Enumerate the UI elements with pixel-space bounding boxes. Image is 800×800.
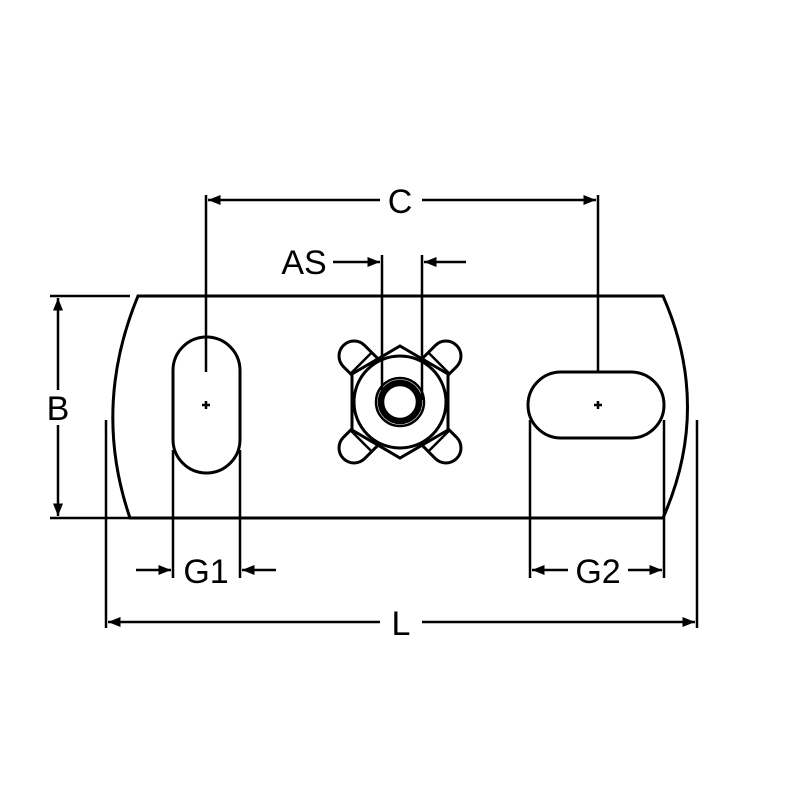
dim-label-l: L [392, 605, 411, 643]
tee-nut [337, 339, 463, 465]
dim-label-b: B [47, 390, 70, 428]
dim-label-g1: G1 [183, 553, 228, 591]
right-slot-center-mark [594, 401, 602, 409]
left-slot-center-mark [202, 401, 210, 409]
dim-label-as: AS [281, 244, 326, 282]
dim-label-g2: G2 [575, 553, 620, 591]
right-slot [526, 370, 666, 440]
dim-label-c: C [388, 183, 413, 221]
